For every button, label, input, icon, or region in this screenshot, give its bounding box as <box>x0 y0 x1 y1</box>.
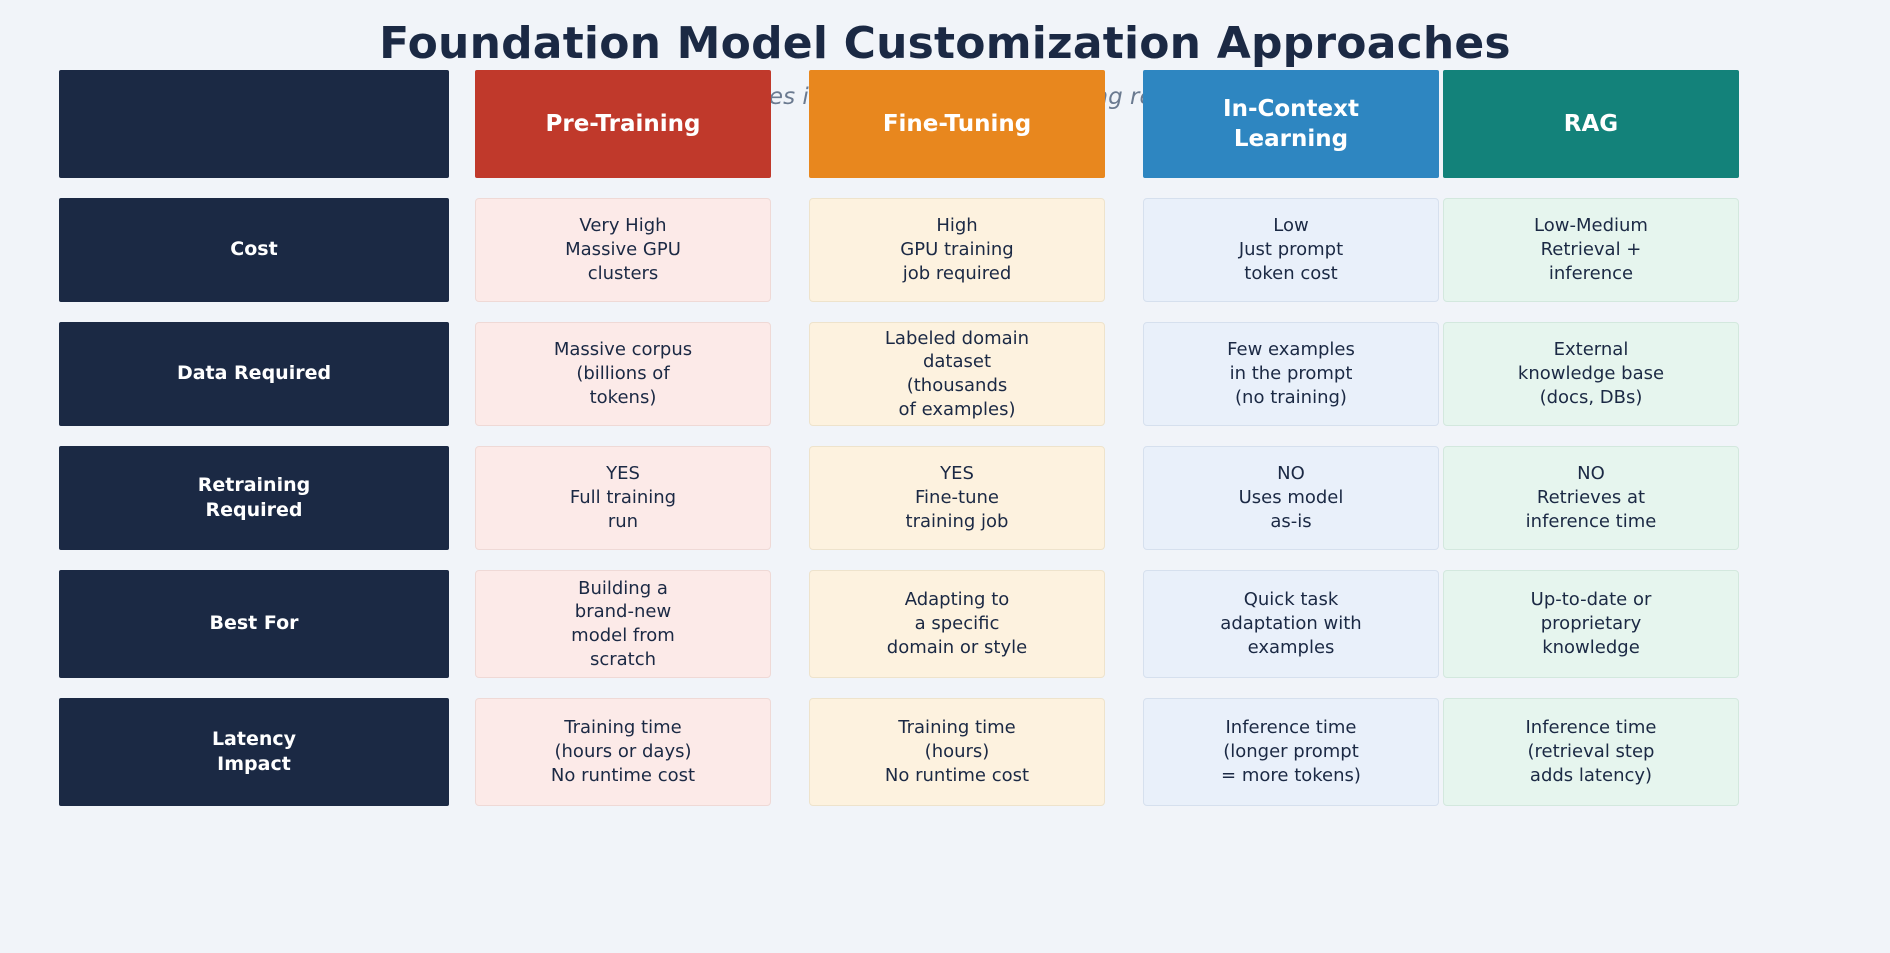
cell-data-required-rag: External knowledge base (docs, DBs) <box>1443 322 1739 426</box>
row-gap <box>1105 698 1143 806</box>
cell-cost-fine-tuning: High GPU training job required <box>809 198 1105 302</box>
cell-best-for-in-context-learning: Quick task adaptation with examples <box>1143 570 1439 678</box>
cell-cost-in-context-learning: Low Just prompt token cost <box>1143 198 1439 302</box>
table-row: Latency Impact Training time (hours or d… <box>59 698 1739 806</box>
row-gap <box>771 698 809 806</box>
comparison-table: Pre-Training Fine-Tuning In-Context Lear… <box>59 70 1739 806</box>
header-in-context-learning[interactable]: In-Context Learning <box>1143 70 1439 178</box>
cell-data-required-pre-training: Massive corpus (billions of tokens) <box>475 322 771 426</box>
row-label-cost: Cost <box>59 198 449 302</box>
header-pre-training[interactable]: Pre-Training <box>475 70 771 178</box>
row-gap <box>1105 322 1143 426</box>
header-rag[interactable]: RAG <box>1443 70 1739 178</box>
row-gap <box>1105 570 1143 678</box>
cell-cost-rag: Low-Medium Retrieval + inference <box>1443 198 1739 302</box>
cell-retraining-required-fine-tuning: YES Fine-tune training job <box>809 446 1105 550</box>
header-fine-tuning[interactable]: Fine-Tuning <box>809 70 1105 178</box>
row-gap <box>771 570 809 678</box>
row-label-best-for: Best For <box>59 570 449 678</box>
table-row: Retraining Required YES Full training ru… <box>59 446 1739 550</box>
cell-best-for-fine-tuning: Adapting to a specific domain or style <box>809 570 1105 678</box>
cell-latency-impact-rag: Inference time (retrieval step adds late… <box>1443 698 1739 806</box>
table-row: Data Required Massive corpus (billions o… <box>59 322 1739 426</box>
table-row: Cost Very High Massive GPU clusters High… <box>59 198 1739 302</box>
header-corner-cell <box>59 70 449 178</box>
cell-retraining-required-pre-training: YES Full training run <box>475 446 771 550</box>
header-gap-1 <box>771 70 809 178</box>
cell-latency-impact-fine-tuning: Training time (hours) No runtime cost <box>809 698 1105 806</box>
page-title: Foundation Model Customization Approache… <box>379 18 1511 69</box>
cell-retraining-required-rag: NO Retrieves at inference time <box>1443 446 1739 550</box>
row-label-data-required: Data Required <box>59 322 449 426</box>
row-label-retraining-required: Retraining Required <box>59 446 449 550</box>
cell-cost-pre-training: Very High Massive GPU clusters <box>475 198 771 302</box>
row-gap <box>1105 446 1143 550</box>
cell-data-required-fine-tuning: Labeled domain dataset (thousands of exa… <box>809 322 1105 426</box>
table-row: Best For Building a brand-new model from… <box>59 570 1739 678</box>
row-gap <box>771 446 809 550</box>
cell-latency-impact-in-context-learning: Inference time (longer prompt = more tok… <box>1143 698 1439 806</box>
cell-best-for-pre-training: Building a brand-new model from scratch <box>475 570 771 678</box>
cell-best-for-rag: Up-to-date or proprietary knowledge <box>1443 570 1739 678</box>
row-gap <box>771 198 809 302</box>
cell-retraining-required-in-context-learning: NO Uses model as-is <box>1143 446 1439 550</box>
table-header-row: Pre-Training Fine-Tuning In-Context Lear… <box>59 70 1739 178</box>
cell-latency-impact-pre-training: Training time (hours or days) No runtime… <box>475 698 771 806</box>
row-gap <box>771 322 809 426</box>
cell-data-required-in-context-learning: Few examples in the prompt (no training) <box>1143 322 1439 426</box>
row-label-latency-impact: Latency Impact <box>59 698 449 806</box>
header-gap-2 <box>1105 70 1143 178</box>
row-gap <box>1105 198 1143 302</box>
